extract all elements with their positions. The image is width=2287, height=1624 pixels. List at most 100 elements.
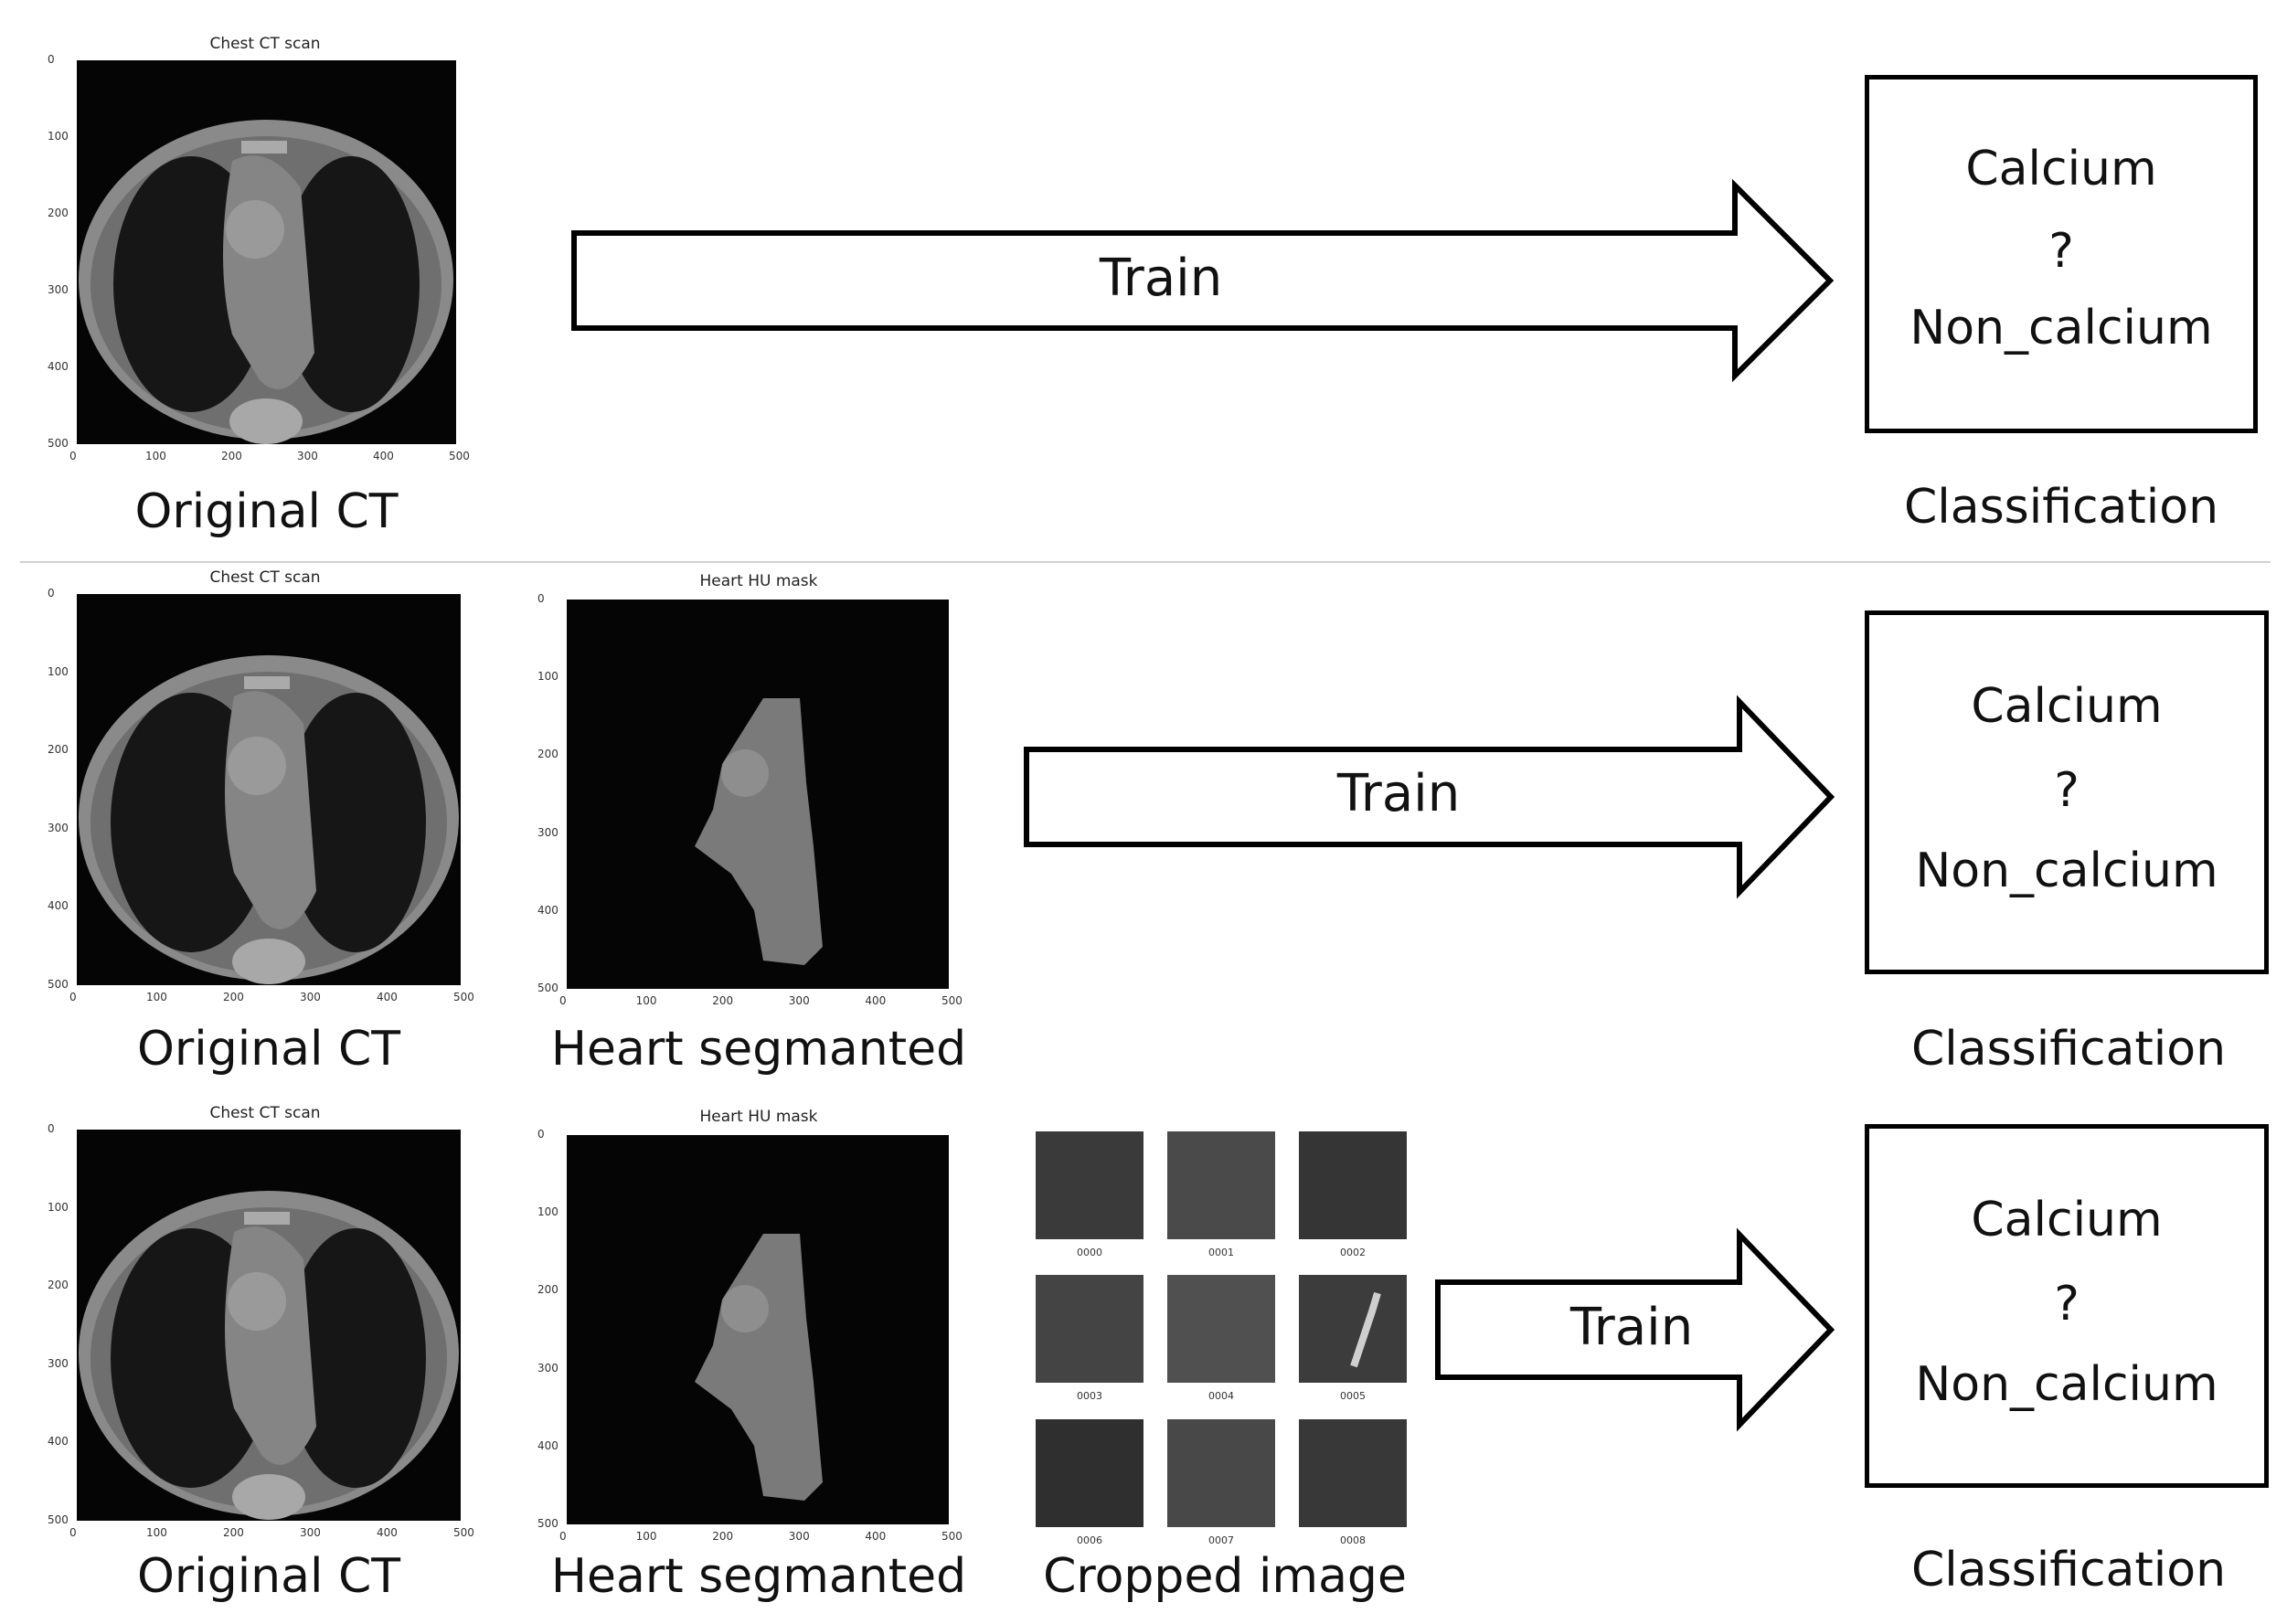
x-tick-label: 500 bbox=[453, 991, 474, 1003]
chest-ct-image bbox=[77, 60, 456, 444]
calcium-label: Calcium bbox=[1965, 142, 2157, 196]
crop-tile bbox=[1299, 1131, 1407, 1239]
crop-label: 0006 bbox=[1077, 1534, 1102, 1546]
ct-title: Chest CT scan bbox=[209, 1104, 321, 1122]
x-tick-label: 0 bbox=[69, 1526, 77, 1539]
y-tick-label: 100 bbox=[48, 1200, 69, 1214]
x-tick-label: 200 bbox=[223, 991, 244, 1003]
y-tick-label: 100 bbox=[537, 670, 558, 684]
calcium-label: Calcium bbox=[1971, 679, 2163, 734]
question-mark: ? bbox=[2054, 763, 2080, 818]
y-tick-label: 500 bbox=[48, 437, 69, 450]
y-tick-label: 500 bbox=[48, 1513, 69, 1526]
y-tick-label: 400 bbox=[537, 1438, 558, 1452]
x-tick-label: 400 bbox=[865, 1530, 887, 1543]
y-tick-label: 300 bbox=[48, 1356, 69, 1370]
y-tick-label: 100 bbox=[537, 1205, 558, 1219]
y-tick-label: 0 bbox=[537, 1128, 545, 1141]
x-tick-label: 300 bbox=[788, 1530, 810, 1543]
x-tick-label: 400 bbox=[377, 991, 398, 1003]
x-tick-label: 100 bbox=[146, 1526, 167, 1539]
train-label: Train bbox=[1569, 1298, 1694, 1357]
x-tick-label: 100 bbox=[146, 991, 167, 1003]
x-tick-label: 400 bbox=[373, 450, 394, 462]
x-tick-label: 200 bbox=[221, 450, 242, 462]
y-tick-label: 0 bbox=[48, 1122, 55, 1135]
crop-label: 0002 bbox=[1340, 1247, 1366, 1258]
y-tick-label: 400 bbox=[48, 899, 69, 913]
x-tick-label: 0 bbox=[559, 1530, 567, 1543]
y-tick-label: 300 bbox=[537, 1361, 558, 1375]
x-tick-label: 500 bbox=[941, 1530, 963, 1543]
calcium-label: Calcium bbox=[1971, 1193, 2163, 1247]
train-arrow bbox=[1435, 1227, 1835, 1432]
heart-mask-image bbox=[567, 1135, 949, 1524]
y-tick-label: 100 bbox=[48, 664, 69, 678]
x-tick-label: 0 bbox=[69, 450, 77, 462]
x-tick-label: 400 bbox=[865, 994, 887, 1007]
crop-label: 0003 bbox=[1077, 1390, 1102, 1402]
y-tick-label: 200 bbox=[537, 1283, 558, 1297]
x-tick-label: 300 bbox=[300, 1526, 321, 1539]
crop-tile bbox=[1167, 1131, 1275, 1239]
heart-segmented-caption: Heart segmanted bbox=[550, 1022, 967, 1077]
crop-label: 0005 bbox=[1340, 1390, 1366, 1402]
x-tick-label: 0 bbox=[559, 994, 567, 1007]
y-tick-label: 500 bbox=[48, 978, 69, 991]
y-tick-label: 0 bbox=[48, 587, 55, 600]
x-tick-label: 500 bbox=[449, 450, 470, 462]
y-tick-label: 200 bbox=[48, 743, 69, 757]
crop-label: 0001 bbox=[1208, 1247, 1234, 1258]
y-tick-label: 0 bbox=[48, 53, 55, 66]
y-tick-label: 200 bbox=[537, 748, 558, 761]
classification-caption: Classification bbox=[1910, 1022, 2227, 1077]
non-calcium-label: Non_calcium bbox=[1909, 301, 2213, 356]
crop-tile bbox=[1036, 1275, 1144, 1383]
x-tick-label: 300 bbox=[300, 991, 321, 1003]
x-tick-label: 400 bbox=[377, 1526, 398, 1539]
mask-title: Heart HU mask bbox=[699, 1108, 818, 1126]
crop-label: 0008 bbox=[1340, 1534, 1366, 1546]
question-mark: ? bbox=[2054, 1277, 2080, 1332]
crop-label: 0000 bbox=[1077, 1247, 1102, 1258]
classification-box: Calcium ? Non_calcium bbox=[1865, 75, 2258, 433]
ct-title: Chest CT scan bbox=[209, 568, 321, 587]
question-mark: ? bbox=[2048, 224, 2074, 279]
classification-caption: Classification bbox=[1910, 1543, 2227, 1597]
train-arrow bbox=[1024, 695, 1835, 899]
chest-ct-image bbox=[77, 1130, 461, 1521]
x-tick-label: 300 bbox=[788, 994, 810, 1007]
crop-label: 0004 bbox=[1208, 1390, 1234, 1402]
train-label: Train bbox=[1099, 249, 1223, 308]
x-tick-label: 200 bbox=[712, 1530, 734, 1543]
non-calcium-label: Non_calcium bbox=[1915, 844, 2218, 898]
x-tick-label: 100 bbox=[635, 1530, 657, 1543]
x-tick-label: 500 bbox=[941, 994, 963, 1007]
y-tick-label: 300 bbox=[48, 821, 69, 834]
mask-title: Heart HU mask bbox=[699, 572, 818, 590]
row-divider bbox=[20, 561, 2271, 563]
classification-box: Calcium ? Non_calcium bbox=[1865, 1124, 2269, 1488]
y-tick-label: 400 bbox=[48, 1435, 69, 1449]
y-tick-label: 500 bbox=[537, 982, 558, 994]
y-tick-label: 200 bbox=[48, 207, 69, 219]
y-tick-label: 300 bbox=[537, 825, 558, 839]
x-tick-label: 500 bbox=[453, 1526, 474, 1539]
crop-tile bbox=[1036, 1419, 1144, 1527]
crop-tile bbox=[1299, 1419, 1407, 1527]
chest-ct-image bbox=[77, 594, 461, 985]
y-tick-label: 200 bbox=[48, 1279, 69, 1292]
heart-mask-image bbox=[567, 600, 949, 989]
x-tick-label: 100 bbox=[145, 450, 166, 462]
y-tick-label: 300 bbox=[48, 283, 69, 296]
classification-caption: Classification bbox=[1903, 480, 2219, 535]
original-ct-caption: Original CT bbox=[136, 1549, 401, 1604]
y-tick-label: 500 bbox=[537, 1517, 558, 1530]
x-tick-label: 100 bbox=[635, 994, 657, 1007]
original-ct-caption: Original CT bbox=[136, 1022, 401, 1077]
x-tick-label: 0 bbox=[69, 991, 77, 1003]
x-tick-label: 300 bbox=[297, 450, 318, 462]
crop-tile bbox=[1167, 1275, 1275, 1383]
non-calcium-label: Non_calcium bbox=[1915, 1357, 2218, 1412]
x-tick-label: 200 bbox=[223, 1526, 244, 1539]
